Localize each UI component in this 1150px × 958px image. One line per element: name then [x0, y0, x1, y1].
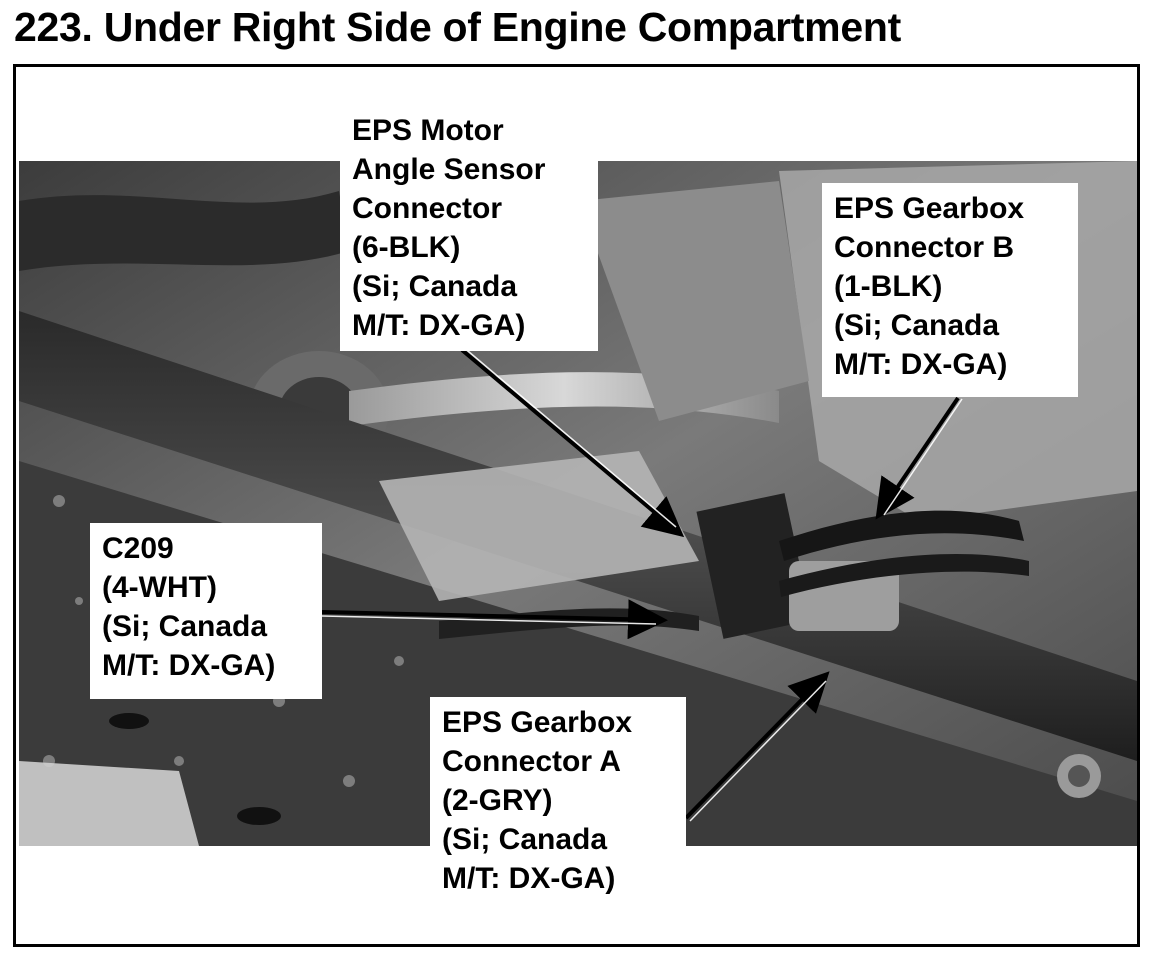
callout-line: (Si; Canada	[352, 270, 518, 303]
callout-line: EPS Motor	[352, 114, 504, 147]
callout-line: M/T: DX-GA)	[352, 309, 526, 342]
callout-line: (Si; Canada	[442, 823, 608, 856]
callout-line: Connector B	[834, 231, 1014, 264]
callout-eps-gearbox-connector-a: EPS Gearbox Connector A (2-GRY) (Si; Can…	[430, 697, 686, 907]
callout-line: (Si; Canada	[102, 610, 268, 643]
callout-line: C209	[102, 532, 174, 565]
callout-line: (4-WHT)	[102, 571, 217, 604]
callout-line: Angle Sensor	[352, 153, 546, 186]
page-title: 223. Under Right Side of Engine Compartm…	[14, 4, 901, 50]
callout-line: EPS Gearbox	[442, 706, 633, 739]
callout-line: Connector A	[442, 745, 621, 778]
callout-line: M/T: DX-GA)	[834, 348, 1008, 381]
callout-c209: C209 (4-WHT) (Si; Canada M/T: DX-GA)	[90, 523, 322, 699]
callout-line: (2-GRY)	[442, 784, 553, 817]
callout-line: Connector	[352, 192, 502, 225]
callout-line: (Si; Canada	[834, 309, 1000, 342]
callout-line: (1-BLK)	[834, 270, 943, 303]
callout-line: M/T: DX-GA)	[442, 862, 616, 895]
callout-line: M/T: DX-GA)	[102, 649, 276, 682]
callout-line: EPS Gearbox	[834, 192, 1025, 225]
callout-eps-gearbox-connector-b: EPS Gearbox Connector B (1-BLK) (Si; Can…	[822, 183, 1078, 397]
callout-line: (6-BLK)	[352, 231, 461, 264]
callout-eps-motor-angle-sensor: EPS Motor Angle Sensor Connector (6-BLK)…	[340, 105, 598, 351]
